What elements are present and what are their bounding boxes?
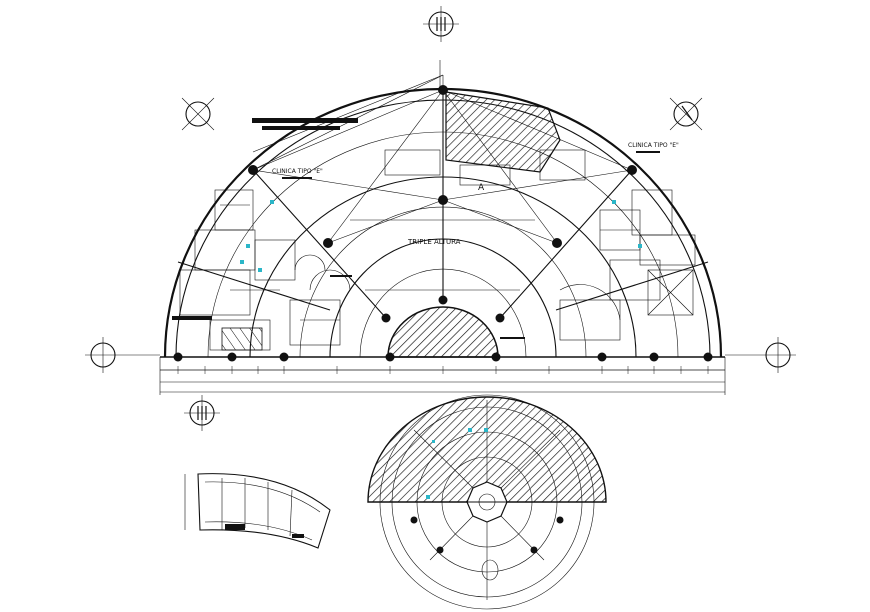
axis-marker-left — [85, 337, 160, 373]
central-stair-core — [387, 306, 499, 358]
axis-marker-lower-left — [184, 395, 220, 431]
left-clinic-rooms — [179, 189, 351, 351]
curved-wing-plan — [184, 473, 331, 549]
annotation-blocks — [172, 118, 660, 339]
clinic-left-label: CLINICA TIPO "E" — [272, 168, 323, 175]
main-floor-plan: CLINICA TIPO "E" CLINICA TIPO "E" TRIPLE… — [159, 60, 726, 395]
circular-floor-plan — [367, 394, 607, 610]
top-service-block — [445, 91, 561, 173]
right-clinic-rooms — [559, 189, 696, 341]
axis-markers — [85, 6, 796, 431]
left-hatched-room — [221, 327, 263, 351]
axis-marker-top — [423, 6, 459, 42]
zone-a-label: A — [478, 183, 485, 193]
base-dimension-strip — [159, 356, 726, 395]
axis-marker-right — [725, 337, 796, 373]
axis-marker-upper-left — [181, 97, 215, 131]
top-dimension-line — [252, 74, 444, 153]
triple-height-label: TRIPLE ALTURA — [407, 238, 461, 246]
top-rooms — [350, 149, 586, 291]
axis-marker-upper-right — [669, 97, 703, 131]
fixtures — [240, 200, 642, 272]
clinic-right-label: CLINICA TIPO "E" — [628, 142, 679, 149]
dimension-ticks — [177, 366, 709, 374]
